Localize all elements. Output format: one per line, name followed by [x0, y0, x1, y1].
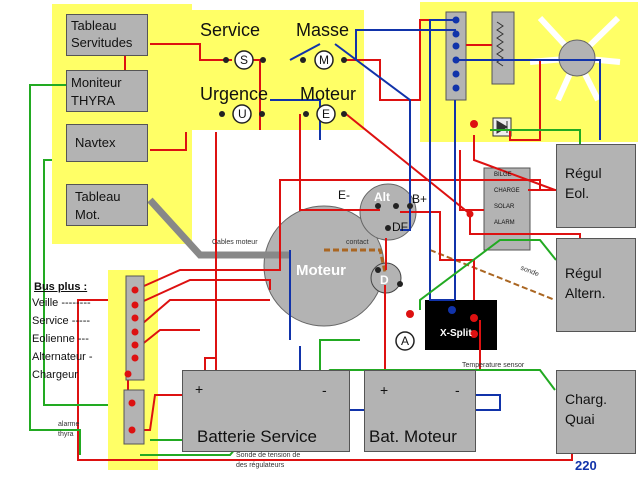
engine-label: Moteur	[296, 262, 346, 279]
resistor-block	[491, 11, 515, 85]
engine-cable-grey	[147, 197, 290, 259]
bus-item-chargeur: Chargeur	[32, 369, 78, 381]
wind-turbine-hub	[558, 39, 596, 77]
moniteur-box: Moniteur THYRA	[66, 70, 148, 112]
regul-panel-label-3: SOLAR	[494, 204, 515, 210]
alternator-e-minus-label: E-	[338, 188, 350, 202]
bus-bar	[125, 275, 145, 381]
tableau-servitudes-box: Tableau Servitudes	[66, 14, 148, 56]
batterie-service-label: Batterie Service	[197, 427, 317, 446]
starter-d-label: D	[380, 273, 389, 287]
black-terminals	[219, 57, 413, 287]
regul-eol-line1: Régul	[565, 165, 602, 181]
xsplit-label: X-Split	[440, 328, 472, 339]
sonde-wire	[429, 249, 556, 301]
moniteur-line2: THYRA	[71, 93, 116, 108]
navtex-label: Navtex	[75, 135, 116, 150]
contact-label: contact	[346, 239, 369, 246]
bat-moteur-box: Bat. Moteur	[364, 370, 476, 452]
charg-quai-line2: Quai	[565, 411, 595, 427]
batterie-service-box: Batterie Service	[182, 370, 350, 452]
switch-service-label: Service	[200, 20, 261, 40]
xsplit-box	[425, 300, 497, 350]
yellow-zone-switches	[192, 10, 364, 130]
bus-plus-title: Bus plus :	[34, 281, 88, 293]
switch-masse-label: Masse	[296, 20, 350, 40]
bus-item-service: Service -----	[32, 315, 91, 327]
note-bottom-line1: Sonde de tension de	[236, 452, 301, 459]
tableau-servitudes-line2: Servitudes	[71, 35, 133, 50]
charg-quai-line1: Charg.	[565, 391, 608, 407]
switch-moteur-label: Moteur	[300, 84, 357, 104]
navtex-box: Navtex	[66, 124, 148, 162]
moteur-minus-sign: -	[455, 382, 460, 398]
ammeter-label: A	[401, 334, 410, 348]
service-minus-sign: -	[322, 382, 327, 398]
regulator-panel	[483, 167, 531, 251]
blue-wires	[270, 19, 601, 411]
tableau-servitudes-line1: Tableau	[71, 18, 117, 33]
tableau-mot-line2: Mot.	[75, 207, 101, 222]
switch-u-letter: U	[238, 107, 247, 121]
contact-wire	[324, 248, 387, 273]
alarm-bus	[123, 389, 145, 445]
alternator-b-plus-label: B+	[412, 192, 428, 206]
alternator-df-label: DF	[392, 220, 408, 234]
regul-eol-line2: Eol.	[565, 185, 590, 201]
regul-eol-box: Régul Eol.	[556, 144, 636, 228]
bus-item-veille: Veille --------	[32, 297, 91, 309]
tableau-mot-line1: Tableau	[75, 189, 121, 204]
switch-e-letter: E	[322, 107, 331, 121]
service-plus-sign: +	[195, 381, 204, 397]
bus-item-eolienne: Eolienne ---	[32, 333, 89, 345]
page-number: 220	[575, 458, 597, 473]
alternator-label: Alt	[374, 190, 390, 204]
alarme-thyra-line1: alarme	[58, 421, 80, 428]
regul-altern-box: Régul Altern.	[556, 238, 636, 332]
blue-terminals	[448, 16, 460, 314]
regul-panel-label-1: BILGE	[494, 172, 512, 178]
bat-moteur-label: Bat. Moteur	[369, 427, 457, 446]
regul-panel-label-4: ALARM	[494, 220, 515, 226]
red-terminals	[124, 120, 478, 434]
tableau-mot-box: Tableau Mot.	[66, 184, 148, 226]
switch-m-letter: M	[319, 53, 329, 67]
switch-urgence-label: Urgence	[200, 84, 269, 104]
regul-panel-label-2: CHARGE	[494, 188, 520, 194]
switch-s-letter: S	[240, 53, 249, 67]
charg-quai-box: Charg. Quai	[556, 370, 636, 454]
bus-item-alternateur: Alternateur -	[32, 351, 93, 363]
regul-altern-line1: Régul	[565, 265, 602, 281]
resistor-icon	[496, 21, 504, 67]
temperature-sensor-label: Temperature sensor	[462, 362, 525, 369]
regul-altern-line2: Altern.	[565, 285, 606, 301]
moteur-plus-sign: +	[380, 382, 389, 398]
moniteur-line1: Moniteur	[71, 75, 122, 90]
note-bottom-line2: des régulateurs	[236, 462, 285, 469]
alarme-thyra-line2: thyra	[58, 431, 74, 438]
cables-moteur-label: Cables moteur	[212, 239, 258, 246]
